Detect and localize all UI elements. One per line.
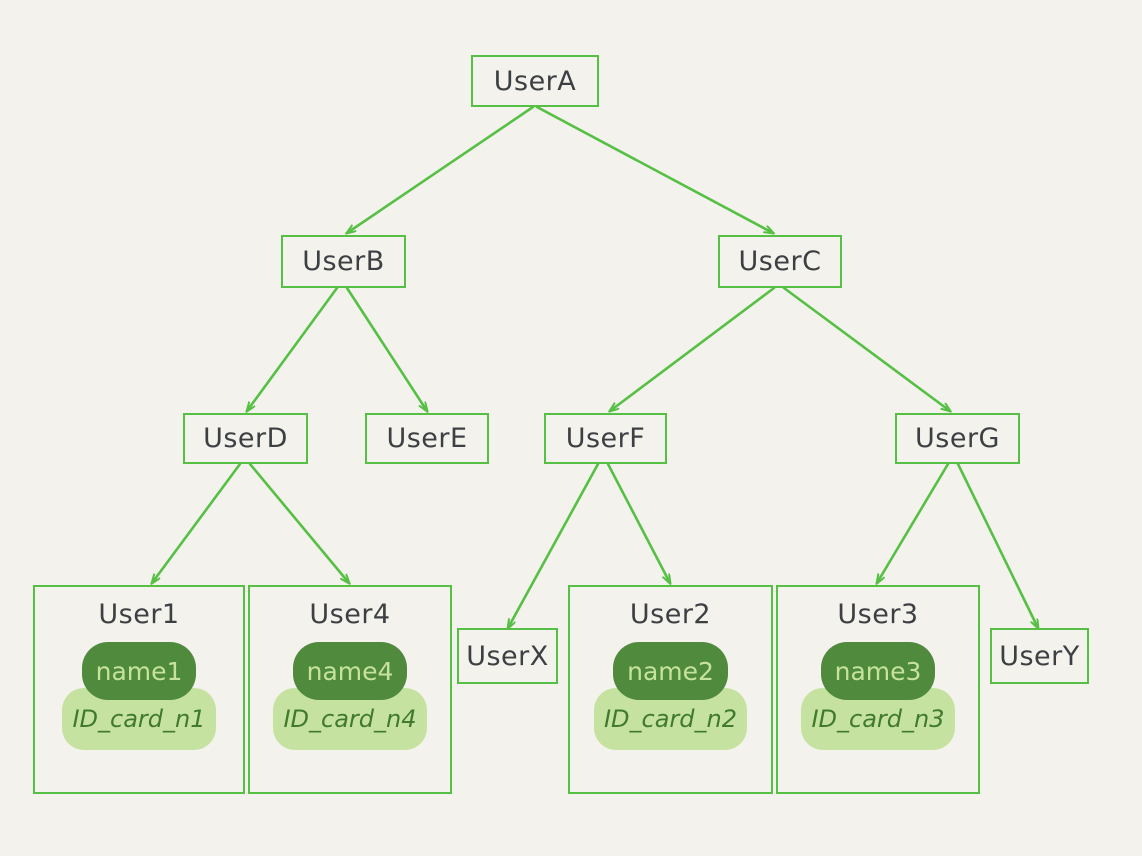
edge-userB-userE [345,286,427,411]
edge-userC-userG [782,286,950,411]
node-user4-attributes: name4 ID_card_n4 [250,642,450,750]
node-user3-name-pill: name3 [820,642,936,700]
node-user2-name-pill: name2 [613,642,728,700]
node-userA-label: UserA [493,65,577,97]
node-userX[interactable]: UserX [457,628,558,684]
node-userX-label: UserX [466,640,549,672]
node-user4-name-pill: name4 [292,642,408,700]
node-userY-label: UserY [999,640,1080,672]
node-userC-label: UserC [738,246,822,277]
node-user2[interactable]: User2 name2 ID_card_n2 [568,585,773,794]
node-user1-attributes: name1 ID_card_n1 [35,642,243,750]
node-userF-label: UserF [565,423,646,454]
edge-userB-userD [247,286,339,411]
node-user2-label: User2 [629,599,712,630]
node-userG[interactable]: UserG [895,413,1020,464]
node-userF[interactable]: UserF [544,413,667,464]
node-userG-label: UserG [915,423,1000,454]
node-userY[interactable]: UserY [990,628,1089,684]
node-user4[interactable]: User4 name4 ID_card_n4 [248,585,452,794]
node-user3-attributes: name3 ID_card_n3 [778,642,978,750]
edge-userA-userC [535,105,773,233]
node-user4-label: User4 [309,599,391,630]
node-user4-idcard-pill: ID_card_n4 [273,688,427,750]
node-userE[interactable]: UserE [365,413,489,464]
node-userC[interactable]: UserC [718,235,842,288]
node-user3[interactable]: User3 name3 ID_card_n3 [776,585,980,794]
node-user1[interactable]: User1 name1 ID_card_n1 [33,585,245,794]
node-user2-attributes: name2 ID_card_n2 [570,642,771,750]
node-user1-name-pill: name1 [81,642,197,700]
node-userE-label: UserE [386,423,468,454]
edge-userG-user3 [877,462,950,583]
edge-userF-user2 [606,462,670,583]
node-userD[interactable]: UserD [183,413,308,464]
node-userA[interactable]: UserA [471,55,599,107]
node-user1-label: User1 [98,599,180,630]
edge-userD-user1 [152,462,242,583]
edge-userA-userB [347,105,535,233]
node-userD-label: UserD [203,423,288,454]
node-user3-label: User3 [837,599,919,630]
edge-userD-user4 [248,462,349,583]
edge-userC-userF [610,286,776,411]
node-userB[interactable]: UserB [281,235,406,288]
node-userB-label: UserB [302,246,385,277]
